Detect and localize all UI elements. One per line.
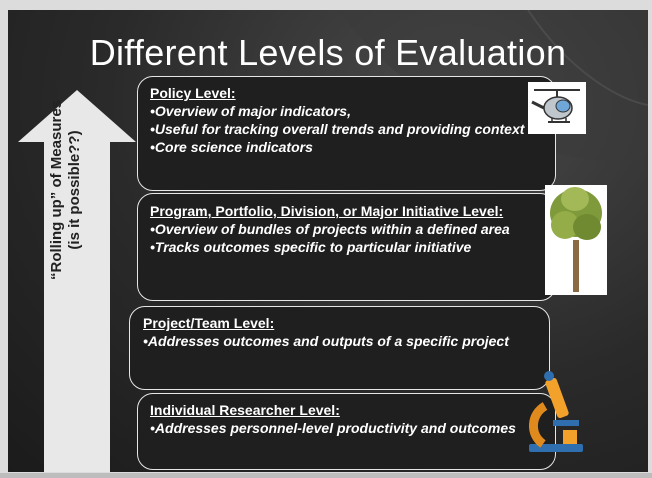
arrow-label-line2: (is it possible??) — [66, 130, 83, 250]
program-level-line: •Tracks outcomes specific to particular … — [150, 239, 472, 255]
up-arrow-icon — [18, 90, 136, 472]
policy-level-box: Policy Level: •Overview of major indicat… — [137, 76, 556, 191]
project-level-box: Project/Team Level: •Addresses outcomes … — [129, 306, 550, 390]
slide: Different Levels of Evaluation “Rolling … — [8, 10, 648, 472]
arrow-label: “Rolling up” of Measures (is it possible… — [48, 60, 84, 320]
policy-level-line: •Useful for tracking overall trends and … — [150, 121, 525, 137]
policy-level-heading: Policy Level: — [150, 85, 236, 101]
program-level-box: Program, Portfolio, Division, or Major I… — [137, 193, 556, 301]
project-level-heading: Project/Team Level: — [143, 315, 275, 331]
bottom-strip — [0, 473, 652, 478]
program-level-heading: Program, Portfolio, Division, or Major I… — [150, 203, 504, 219]
slide-title: Different Levels of Evaluation — [89, 32, 567, 73]
microscope-icon — [523, 370, 589, 454]
policy-level-line: •Core science indicators — [150, 139, 313, 155]
arrow-label-line1: “Rolling up” of Measures — [48, 100, 65, 281]
project-level-line: •Addresses outcomes and outputs of a spe… — [143, 333, 509, 349]
researcher-level-heading: Individual Researcher Level: — [150, 402, 340, 418]
tree-icon — [545, 185, 607, 295]
policy-level-line: •Overview of major indicators, — [150, 103, 351, 119]
helicopter-icon — [528, 82, 586, 134]
researcher-level-line: •Addresses personnel-level productivity … — [150, 420, 516, 436]
researcher-level-box: Individual Researcher Level: •Addresses … — [137, 393, 556, 470]
program-level-line: •Overview of bundles of projects within … — [150, 221, 510, 237]
